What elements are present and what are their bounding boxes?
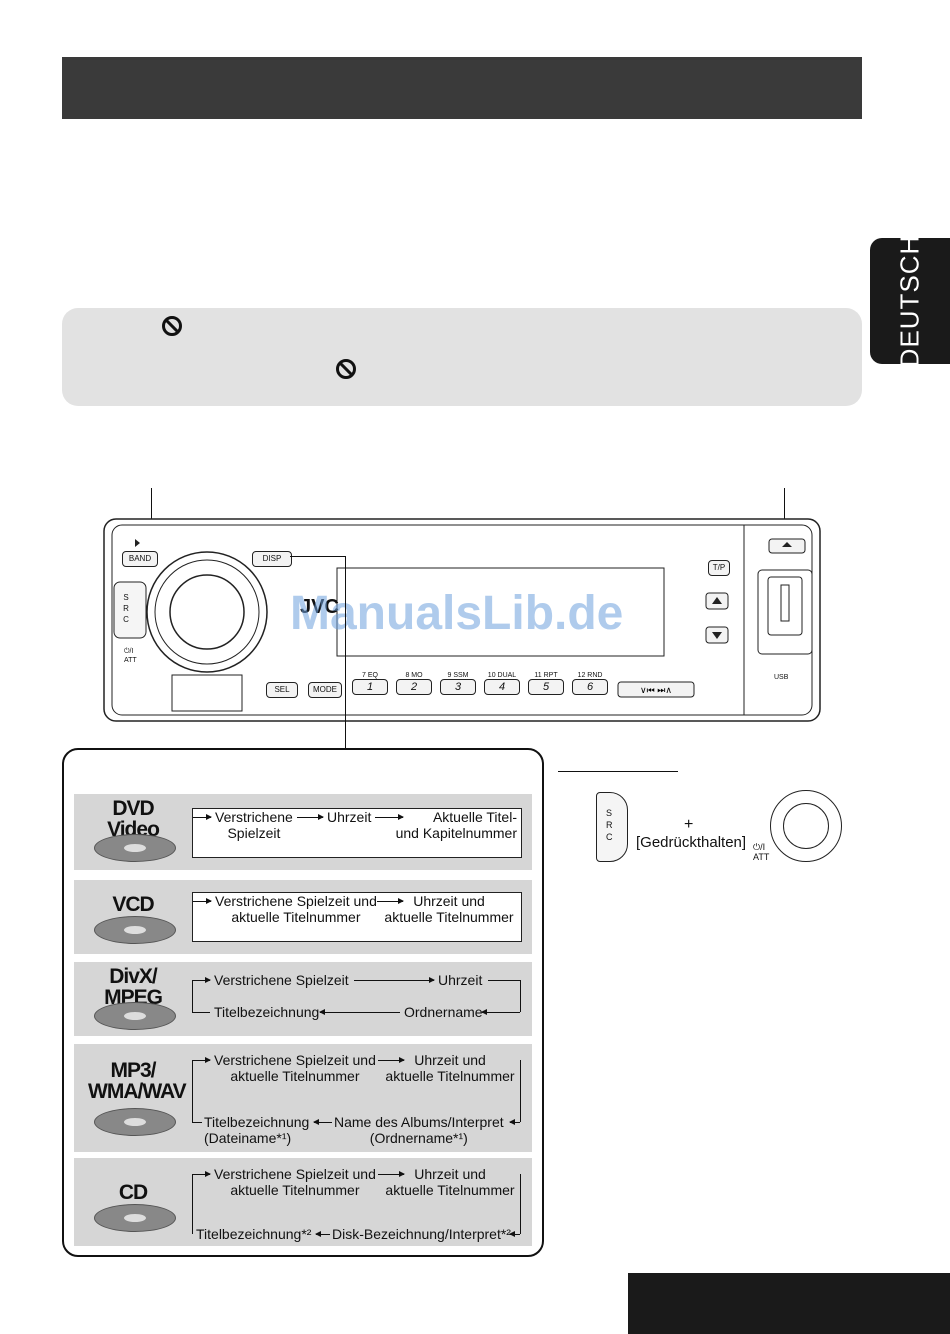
power-att-label: ⏻/I ATT [753, 842, 770, 862]
flow-clock: Uhrzeit [438, 972, 483, 988]
disc-icon [94, 1108, 176, 1136]
src-button[interactable]: S R C [123, 593, 129, 624]
flow-box: Verstrichene Spielzeit und aktuelle Tite… [192, 1052, 522, 1146]
hold-instruction: [Gedrückthalten] [636, 834, 747, 851]
preset-number: 6 [572, 679, 608, 695]
section-title-bar [62, 57, 862, 119]
flow-clock: Uhrzeit und aktuelle Titelnummer [385, 1052, 515, 1084]
preset-button-6[interactable]: 12 RND 6 [572, 672, 608, 695]
disp-button[interactable]: DISP [252, 551, 292, 567]
flow-elapsed-time: Verstrichene Spielzeit [214, 972, 349, 988]
flow-track-title: Titelbezeichnung (Dateiname*¹) [204, 1114, 310, 1146]
preset-button-1[interactable]: 7 EQ 1 [352, 672, 388, 695]
flow-album-artist: Name des Albums/Interpret (Ordnername*¹) [334, 1114, 504, 1146]
callout-line-eject [784, 488, 785, 540]
disc-icon [94, 1002, 176, 1030]
tip-heading-rule [558, 771, 678, 772]
flow-disc-artist: Disk-Bezeichnung/Interpret*² [332, 1226, 511, 1242]
preset-label: 10 DUAL [487, 672, 517, 679]
flow-title-chapter: Aktuelle Titel- und Kapitelnummer [395, 809, 517, 841]
disc-row-dvd: DVD Video Verstrichene Spielzeit Uhrzeit… [74, 794, 532, 870]
flow-folder-name: Ordnername [404, 1004, 483, 1020]
flow-track-title: Titelbezeichnung*² [196, 1226, 312, 1242]
disc-row-divx: DivX/ MPEG Verstrichene Spielzeit Uhrzei… [74, 962, 532, 1036]
flow-box: Verstrichene Spielzeit Uhrzeit Aktuelle … [192, 808, 522, 858]
flow-elapsed-time: Verstrichene Spielzeit und aktuelle Tite… [215, 893, 377, 925]
disc-icon [94, 1204, 176, 1232]
flow-elapsed-time: Verstrichene Spielzeit und aktuelle Tite… [214, 1052, 376, 1084]
band-button[interactable]: BAND [122, 551, 158, 567]
car-stereo-unit: ∨⏮ ⏭∧ [103, 518, 821, 722]
flow-elapsed-time: Verstrichene Spielzeit und aktuelle Tite… [214, 1166, 376, 1198]
src-label: S R C [606, 808, 613, 842]
tp-button[interactable]: T/P [708, 560, 730, 576]
brand-logo: JVC [300, 596, 339, 618]
src-button-illustration: S R C [596, 792, 628, 862]
flow-elapsed-time: Verstrichene Spielzeit [215, 809, 293, 841]
preset-button-3[interactable]: 9 SSM 3 [440, 672, 476, 695]
preset-button-5[interactable]: 11 RPT 5 [528, 672, 564, 695]
flow-clock: Uhrzeit und aktuelle Titelnummer [385, 1166, 515, 1198]
flow-box: Verstrichene Spielzeit Uhrzeit Titelbeze… [192, 972, 522, 1022]
preset-number: 3 [440, 679, 476, 695]
disc-row-cd: CD Verstrichene Spielzeit und aktuelle T… [74, 1158, 532, 1246]
language-tab: DEUTSCH [870, 235, 950, 367]
preset-button-4[interactable]: 10 DUAL 4 [484, 672, 520, 695]
plus-sign: + [684, 816, 694, 833]
language-tab-label: DEUTSCH [894, 234, 925, 368]
prohibited-icon [162, 316, 182, 336]
sel-button[interactable]: SEL [266, 682, 298, 698]
power-att-label[interactable]: ⏻/I ATT [124, 648, 137, 664]
preset-label: 7 EQ [362, 672, 378, 679]
display-info-panel: DVD Video Verstrichene Spielzeit Uhrzeit… [62, 748, 544, 1257]
callout-line-band [151, 488, 152, 548]
usb-label: USB [774, 674, 789, 681]
page-number-tab [628, 1273, 950, 1334]
flow-box: Verstrichene Spielzeit und aktuelle Tite… [192, 1166, 522, 1244]
control-dial-illustration [770, 790, 842, 862]
disc-icon [94, 834, 176, 862]
disc-row-vcd: VCD Verstrichene Spielzeit und aktuelle … [74, 880, 532, 954]
preset-label: 12 RND [577, 672, 603, 679]
prohibited-icon [336, 359, 356, 379]
svg-text:∨⏮ ⏭∧: ∨⏮ ⏭∧ [640, 685, 672, 695]
preset-number: 1 [352, 679, 388, 695]
preset-number: 4 [484, 679, 520, 695]
preset-label: 11 RPT [534, 672, 558, 679]
mode-button[interactable]: MODE [308, 682, 342, 698]
mp3-wma-wav-logo: MP3/ WMA/WAV [88, 1059, 187, 1103]
flow-box: Verstrichene Spielzeit und aktuelle Tite… [192, 892, 522, 942]
disc-row-mp3: MP3/ WMA/WAV Verstrichene Spielzeit und … [74, 1044, 532, 1152]
callout-line-disp [345, 556, 346, 748]
cd-logo: CD [118, 1181, 148, 1204]
callout-line-disp-h [290, 556, 346, 557]
preset-button-2[interactable]: 8 MO 2 [396, 672, 432, 695]
flow-clock: Uhrzeit [327, 809, 372, 825]
preset-label: 8 MO [405, 672, 423, 679]
disc-icon [94, 916, 176, 944]
flow-track-title: Titelbezeichnung [214, 1004, 320, 1020]
preset-label: 9 SSM [447, 672, 469, 679]
vcd-logo: VCD [112, 893, 154, 916]
note-box [62, 308, 862, 406]
flow-clock: Uhrzeit und aktuelle Titelnummer [384, 893, 514, 925]
preset-buttons: 7 EQ 1 8 MO 2 9 SSM 3 10 DUAL 4 11 RPT 5… [352, 672, 612, 702]
preset-number: 5 [528, 679, 564, 695]
preset-number: 2 [396, 679, 432, 695]
watermark: ManualsLib.de [290, 587, 624, 640]
